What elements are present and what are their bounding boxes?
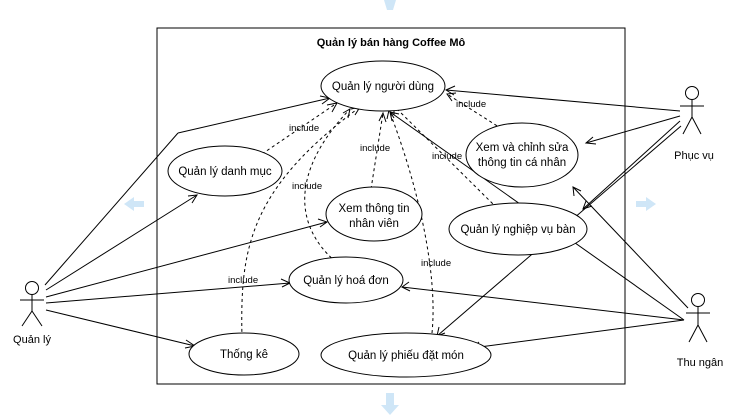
include-label: include: [456, 99, 486, 110]
arrowhead-waiter-service: [582, 200, 593, 210]
assoc-manager-stats: [45, 309, 196, 347]
usecase-profile-label-line2: thông tin cá nhân: [478, 157, 566, 169]
usecase-staff-label-line1: Xem thông tin: [339, 203, 410, 215]
assoc-waiter-user-mgmt: [445, 89, 681, 112]
usecase-staff-label-line2: nhân viên: [349, 218, 399, 230]
usecase-service[interactable]: Quản lý nghiệp vụ bàn: [448, 202, 588, 256]
include-staff-user-mgmt: [370, 112, 384, 190]
assoc-manager-user-mgmt: [44, 132, 179, 286]
hint-arrow-up-icon: [384, 0, 396, 10]
include-label: include: [289, 123, 319, 134]
include-label: include: [360, 143, 390, 154]
usecase-profile-label-line1: Xem và chỉnh sửa: [476, 142, 569, 154]
include-label: include: [421, 258, 451, 269]
assoc-cashier-invoice: [401, 286, 685, 321]
assoc-waiter-profile: [585, 115, 681, 144]
hint-arrow-down-icon: [381, 393, 399, 415]
usecase-staff[interactable]: Xem thông tin nhân viên: [325, 186, 423, 242]
arrowhead-include-invoice: [342, 108, 351, 119]
actor-manager-label: Quản lý: [13, 334, 51, 346]
include-stats-user-mgmt: [241, 106, 361, 339]
actor-waiter-label: Phục vụ: [674, 150, 714, 162]
assoc-manager-invoice: [45, 282, 291, 304]
usecase-user-mgmt[interactable]: Quản lý người dùng: [320, 60, 446, 112]
include-label: include: [292, 181, 322, 192]
include-label: include: [432, 151, 462, 162]
usecase-user-mgmt-label: Quản lý người dùng: [332, 81, 434, 93]
stick-figure-icon: [686, 293, 710, 343]
actor-cashier[interactable]: Thu ngân: [677, 293, 723, 370]
include-profile-user-mgmt: [446, 93, 503, 130]
usecase-orders-label: Quản lý phiếu đặt món: [348, 350, 464, 362]
assoc-manager-category: [45, 194, 198, 291]
system-title: Quản lý bán hàng Coffee Mô: [317, 37, 466, 49]
arrowhead-manager-category: [187, 194, 198, 204]
include-orders-user-mgmt: [388, 109, 434, 334]
arrowhead-cashier-profile: [572, 186, 582, 197]
usecase-invoice-label: Quản lý hoá đơn: [303, 275, 389, 287]
include-invoice-user-mgmt: [304, 108, 351, 263]
arrowhead-waiter-profile: [584, 136, 597, 145]
actor-waiter[interactable]: Phục vụ: [674, 86, 714, 163]
arrowhead-include-profile: [446, 92, 457, 102]
usecase-category[interactable]: Quản lý danh mục: [167, 145, 283, 197]
assoc-waiter-service: [582, 120, 681, 210]
include-labels: include include include include include …: [228, 99, 486, 286]
arrowhead-include-staff: [378, 111, 387, 123]
arrowhead-cashier-invoice: [401, 281, 411, 292]
usecase-orders[interactable]: Quản lý phiếu đặt món: [320, 332, 492, 378]
usecase-stats[interactable]: Thống kê: [188, 332, 300, 376]
hint-arrow-right-icon: [636, 197, 656, 211]
include-label: include: [228, 275, 258, 286]
actor-manager[interactable]: Quản lý: [13, 281, 51, 347]
usecase-service-label: Quản lý nghiệp vụ bàn: [460, 224, 575, 236]
include-relations: [241, 93, 503, 339]
hint-arrow-left-icon: [124, 197, 144, 211]
stick-figure-icon: [20, 281, 44, 327]
stick-figure-icon: [680, 86, 704, 135]
assoc-cashier-orders: [471, 319, 685, 349]
editor-hint-arrows: [124, 0, 656, 415]
arrowhead-manager-staff: [317, 218, 329, 228]
usecase-category-label: Quản lý danh mục: [178, 166, 272, 178]
usecase-stats-label: Thống kê: [220, 349, 268, 361]
assoc-manager-staff: [45, 221, 328, 298]
usecase-invoice[interactable]: Quản lý hoá đơn: [288, 256, 404, 304]
associations: [44, 89, 689, 349]
actor-cashier-label: Thu ngân: [677, 357, 723, 369]
assoc-cashier-profile: [572, 186, 689, 309]
assoc-manager-user-mgmt-2: [177, 97, 331, 134]
usecase-profile[interactable]: Xem và chỉnh sửa thông tin cá nhân: [465, 122, 579, 188]
include-service-user-mgmt: [393, 105, 498, 209]
